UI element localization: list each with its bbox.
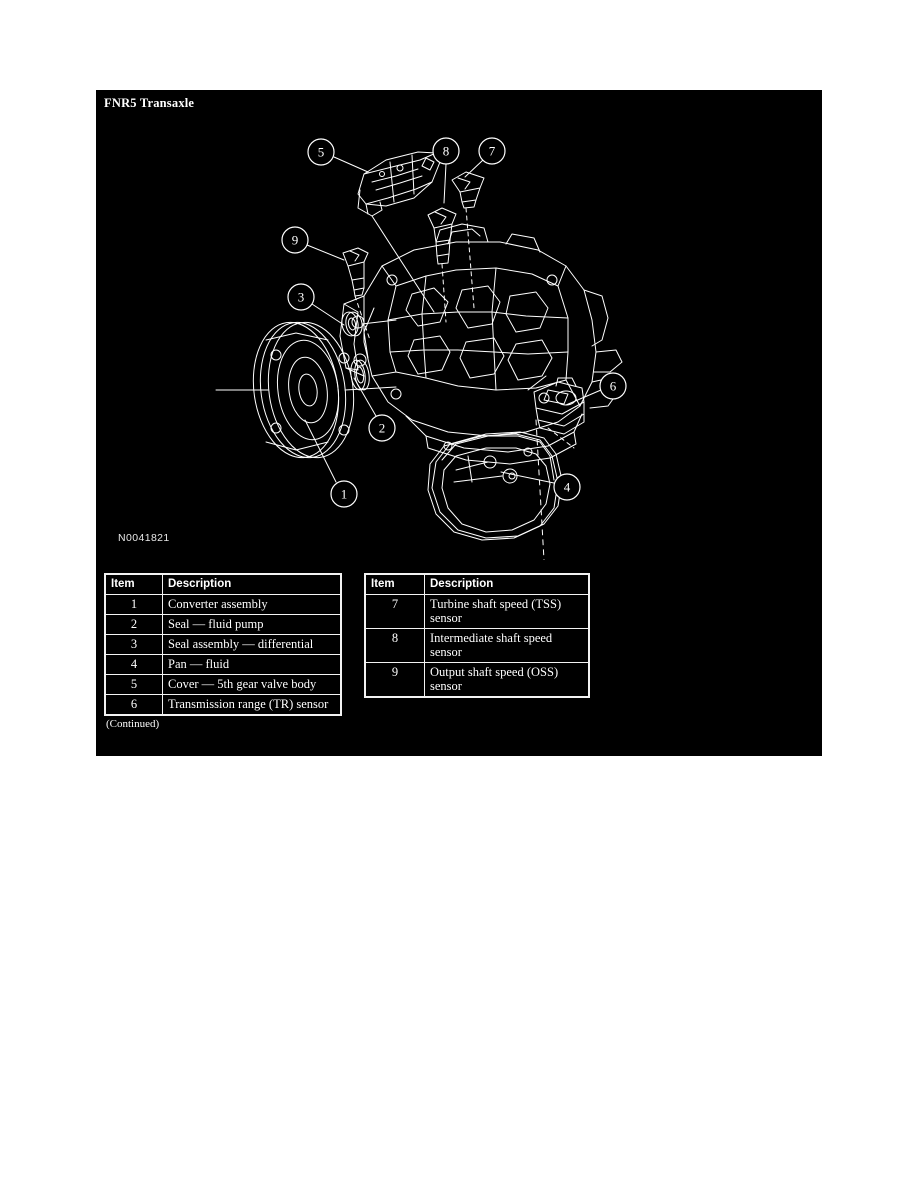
cell-description: Intermediate shaft speed sensor xyxy=(424,627,590,663)
callout-layer: 1 2 3 4 5 6 7 8 9 xyxy=(281,137,627,508)
callout-leader-line xyxy=(443,163,447,204)
callout-leader-line xyxy=(565,389,602,406)
callout-leader-line xyxy=(353,377,377,417)
cell-description: Transmission range (TR) sensor xyxy=(162,693,342,716)
callout-circle xyxy=(281,226,309,254)
callout-2: 2 xyxy=(353,377,396,442)
callout-number: 1 xyxy=(341,487,348,502)
callout-number: 3 xyxy=(298,290,305,305)
callout-leader-line xyxy=(311,303,345,326)
callout-circle xyxy=(553,473,581,501)
part-transmission-range-sensor xyxy=(533,377,585,435)
cell-item: 2 xyxy=(104,613,163,635)
column-header-description: Description xyxy=(424,573,590,595)
callout-9: 9 xyxy=(281,226,345,261)
callout-circle xyxy=(287,283,315,311)
panel-title: FNR5 Transaxle xyxy=(104,96,195,110)
callout-circle xyxy=(330,480,358,508)
callout-circle xyxy=(478,137,506,165)
cell-item: 6 xyxy=(104,693,163,716)
part-seal-assembly-differential xyxy=(341,311,397,337)
table-header-row: Item Description xyxy=(104,573,342,595)
callout-number: 2 xyxy=(379,421,386,436)
cell-description: Output shaft speed (OSS) sensor xyxy=(424,661,590,698)
callout-number: 8 xyxy=(443,144,450,159)
figure-id: N0041821 xyxy=(118,532,170,544)
column-header-description: Description xyxy=(162,573,342,595)
callout-number: 9 xyxy=(292,233,299,248)
cell-description: Seal assembly — differential xyxy=(162,633,342,655)
callout-number: 4 xyxy=(564,480,571,495)
callout-number: 6 xyxy=(610,379,617,394)
callout-number: 7 xyxy=(489,144,496,159)
callout-4: 4 xyxy=(500,471,581,501)
table-header-row: Item Description xyxy=(364,573,590,595)
part-fluid-pan xyxy=(427,431,563,541)
cell-description: Cover — 5th gear valve body xyxy=(162,673,342,695)
callout-leader-line xyxy=(464,159,484,178)
continued-note: (Continued) xyxy=(106,717,160,730)
cell-item: 1 xyxy=(104,593,163,615)
cell-description: Pan — fluid xyxy=(162,653,342,675)
part-output-shaft-speed-sensor xyxy=(342,247,369,297)
cell-item: 7 xyxy=(364,593,425,629)
callout-leader-line xyxy=(304,419,337,483)
callout-leader-line xyxy=(306,244,345,261)
exploded-view-diagram: 1 2 3 4 5 6 7 8 9 xyxy=(215,137,627,560)
callout-circle xyxy=(368,414,396,442)
callout-circle xyxy=(599,372,627,400)
cell-description: Converter assembly xyxy=(162,593,342,615)
cell-item: 5 xyxy=(104,673,163,695)
callout-8: 8 xyxy=(432,137,460,204)
callout-circle xyxy=(307,138,335,166)
part-intermediate-shaft-speed-sensor xyxy=(427,207,457,265)
cell-item: 9 xyxy=(364,661,425,698)
part-turbine-shaft-speed-sensor xyxy=(451,171,485,209)
illustration-panel: FNR5 Transaxle xyxy=(96,90,822,756)
callout-leader-line xyxy=(500,471,555,484)
cell-item: 3 xyxy=(104,633,163,655)
column-header-item: Item xyxy=(104,573,163,595)
callout-6: 6 xyxy=(565,372,627,406)
part-converter-assembly xyxy=(215,321,397,459)
callout-7: 7 xyxy=(464,137,506,178)
callout-number: 5 xyxy=(318,145,325,160)
callout-circle xyxy=(432,137,460,165)
cell-description: Turbine shaft speed (TSS) sensor xyxy=(424,593,590,629)
part-cover-5th-gear-valve-body xyxy=(357,151,441,217)
cell-item: 4 xyxy=(104,653,163,675)
cell-item: 8 xyxy=(364,627,425,663)
callout-5: 5 xyxy=(307,138,369,173)
callout-1: 1 xyxy=(304,419,358,508)
callout-3: 3 xyxy=(287,283,345,326)
part-seal-fluid-pump xyxy=(350,359,370,391)
callout-leader-line xyxy=(333,156,369,173)
cell-description: Seal — fluid pump xyxy=(162,613,342,635)
column-header-item: Item xyxy=(364,573,425,595)
